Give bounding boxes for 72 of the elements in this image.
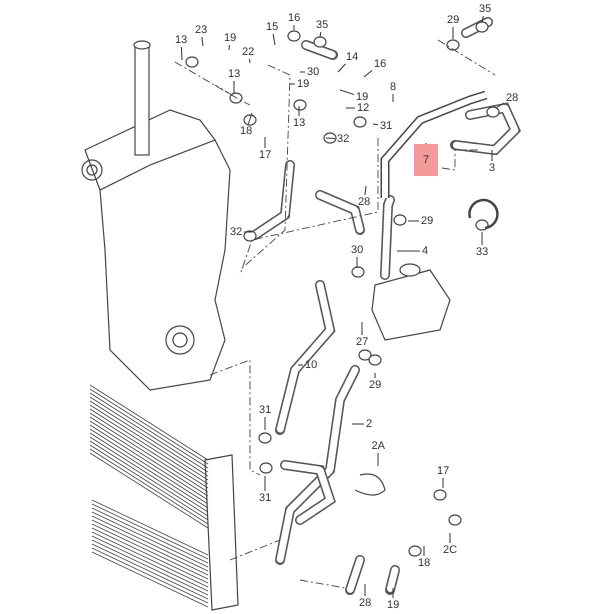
leader-line bbox=[201, 36, 204, 46]
callout-number: 31 bbox=[258, 404, 272, 416]
callout-number: 8 bbox=[389, 81, 398, 93]
callout-number: 29 bbox=[368, 379, 382, 391]
callout-number: 3 bbox=[488, 162, 496, 174]
leader-line bbox=[408, 220, 420, 222]
callout-number: 19 bbox=[223, 32, 238, 44]
callout-number: 33 bbox=[475, 246, 490, 258]
callout-number: 30 bbox=[306, 66, 320, 78]
leader-line bbox=[482, 16, 484, 22]
callout-number: 4 bbox=[421, 245, 430, 257]
leader-line bbox=[364, 584, 366, 596]
callout-number: 31 bbox=[379, 120, 394, 132]
callout-number: 35 bbox=[478, 3, 492, 15]
leader-line bbox=[340, 90, 354, 95]
callout-number: 30 bbox=[350, 244, 364, 256]
callout-number: 19 bbox=[296, 78, 310, 90]
callout-number: 18 bbox=[417, 557, 432, 569]
highlighted-callout-number: 7 bbox=[414, 144, 438, 176]
callout-number: 31 bbox=[258, 492, 272, 504]
callout-number: 28 bbox=[358, 597, 372, 609]
leader-line bbox=[496, 102, 504, 108]
callout-number: 13 bbox=[174, 34, 188, 46]
callout-number: 2C bbox=[442, 544, 458, 556]
callout-number: 13 bbox=[292, 117, 306, 129]
leader-line bbox=[264, 416, 266, 430]
callout-number: 18 bbox=[239, 125, 254, 137]
callout-number: 16 bbox=[287, 12, 302, 24]
callout-number: 29 bbox=[446, 14, 460, 26]
leader-line bbox=[264, 476, 266, 492]
callout-number: 15 bbox=[265, 21, 280, 33]
callout-number: 35 bbox=[315, 19, 330, 31]
leader-line bbox=[452, 26, 454, 40]
callout-number: 19 bbox=[386, 599, 400, 611]
callout-number: 32 bbox=[229, 226, 244, 238]
leader-line bbox=[392, 94, 394, 102]
callout-number: 10 bbox=[304, 359, 318, 371]
leader-line bbox=[248, 112, 252, 124]
callout-number: 19 bbox=[355, 91, 370, 103]
callout-number: 2 bbox=[365, 418, 374, 430]
leader-line bbox=[442, 478, 444, 488]
leader-line bbox=[374, 372, 376, 378]
leader-line bbox=[364, 186, 366, 196]
callout-number: 2A bbox=[370, 440, 386, 452]
callout-number: 12 bbox=[356, 102, 370, 114]
leader-line bbox=[356, 256, 358, 268]
callout-number: 17 bbox=[436, 465, 450, 477]
leader-line bbox=[298, 364, 304, 366]
leader-line bbox=[180, 46, 182, 60]
leader-line bbox=[326, 138, 336, 140]
callout-number: 17 bbox=[258, 149, 272, 161]
leader-line bbox=[338, 64, 346, 72]
callout-number: 28 bbox=[357, 196, 372, 208]
leader-line bbox=[248, 58, 250, 64]
leader-line bbox=[298, 106, 300, 116]
callout-number: 14 bbox=[345, 51, 360, 63]
callout-number: 27 bbox=[355, 336, 370, 348]
leader-line bbox=[228, 44, 230, 50]
callout-number: 32 bbox=[336, 133, 350, 145]
leader-line bbox=[392, 588, 394, 598]
callout-number: 28 bbox=[505, 92, 520, 104]
leader-line bbox=[372, 124, 378, 126]
callout-number: 29 bbox=[420, 215, 434, 227]
leader-line bbox=[264, 136, 266, 148]
callout-number: 22 bbox=[241, 46, 256, 58]
leader-line bbox=[320, 32, 322, 38]
callout-number: 16 bbox=[373, 58, 388, 70]
leader-line bbox=[364, 70, 372, 78]
leader-line bbox=[272, 34, 276, 46]
callout-number: 13 bbox=[227, 68, 242, 80]
callout-number: 23 bbox=[194, 24, 208, 36]
leader-line bbox=[396, 250, 420, 252]
